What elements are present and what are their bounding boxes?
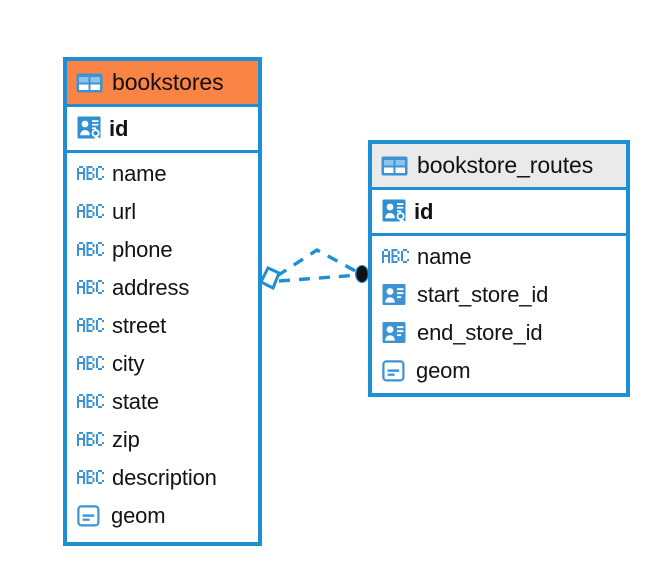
- field-row-bookstore-routes-id[interactable]: id: [372, 190, 626, 236]
- field-label-bookstore-routes-geom: geom: [416, 358, 471, 383]
- primary-key-icon: [77, 116, 104, 142]
- field-row-bookstores-street[interactable]: street: [67, 307, 258, 345]
- field-row-bookstores-name[interactable]: name: [67, 155, 258, 193]
- field-label-bookstores-address: address: [112, 275, 190, 300]
- abc-text-icon: [77, 318, 104, 334]
- field-label-bookstores-id: id: [109, 115, 129, 141]
- field-row-bookstore-routes-end-store-id[interactable]: end_store_id: [372, 314, 626, 352]
- field-row-bookstore-routes-geom[interactable]: geom: [372, 352, 626, 390]
- field-row-bookstores-phone[interactable]: phone: [67, 231, 258, 269]
- abc-text-icon: [382, 249, 409, 265]
- abc-text-icon: [77, 470, 104, 486]
- abc-text-icon: [77, 166, 104, 182]
- entity-table-bookstores[interactable]: bookstores id: [63, 57, 262, 546]
- field-label-bookstores-street: street: [112, 313, 167, 338]
- field-row-bookstore-routes-name[interactable]: name: [372, 238, 626, 276]
- abc-text-icon: [77, 394, 104, 410]
- geometry-icon: [77, 504, 103, 528]
- relationship-source-diamond-icon: [258, 266, 281, 291]
- abc-text-icon: [77, 242, 104, 258]
- field-label-bookstores-description: description: [112, 465, 217, 490]
- relationship-connector[interactable]: [255, 240, 380, 320]
- relationship-target-circle-icon: [355, 265, 369, 283]
- table-grid-icon: [381, 156, 408, 176]
- field-row-bookstores-id[interactable]: id: [67, 107, 258, 153]
- geometry-icon: [382, 359, 408, 383]
- field-row-bookstores-state[interactable]: state: [67, 383, 258, 421]
- abc-text-icon: [77, 280, 104, 296]
- relationship-line-upper: [276, 248, 360, 278]
- field-label-bookstores-url: url: [112, 199, 136, 224]
- field-row-bookstores-city[interactable]: city: [67, 345, 258, 383]
- relationship-line-lower: [278, 273, 360, 283]
- field-label-bookstores-zip: zip: [112, 427, 140, 452]
- field-label-bookstores-phone: phone: [112, 237, 173, 262]
- field-label-bookstores-geom: geom: [111, 503, 166, 528]
- field-label-bookstores-city: city: [112, 351, 145, 376]
- field-row-bookstores-geom[interactable]: geom: [67, 497, 258, 535]
- entity-table-bookstore-routes[interactable]: bookstore_routes id: [368, 140, 630, 397]
- field-label-bookstore-routes-id: id: [414, 198, 434, 224]
- field-label-bookstores-name: name: [112, 161, 167, 186]
- entity-header-bookstore-routes[interactable]: bookstore_routes: [372, 144, 626, 190]
- table-grid-icon: [76, 73, 103, 93]
- foreign-key-icon: [382, 283, 409, 307]
- field-label-bookstore-routes-name: name: [417, 244, 472, 269]
- field-list-bookstores: name url: [67, 153, 258, 535]
- field-row-bookstores-description[interactable]: description: [67, 459, 258, 497]
- abc-text-icon: [77, 432, 104, 448]
- field-row-bookstores-url[interactable]: url: [67, 193, 258, 231]
- entity-title-bookstore-routes: bookstore_routes: [417, 152, 594, 178]
- field-row-bookstore-routes-start-store-id[interactable]: start_store_id: [372, 276, 626, 314]
- field-label-bookstore-routes-end-store-id: end_store_id: [417, 320, 543, 345]
- field-label-bookstore-routes-start-store-id: start_store_id: [417, 282, 549, 307]
- abc-text-icon: [77, 204, 104, 220]
- field-row-bookstores-zip[interactable]: zip: [67, 421, 258, 459]
- field-list-bookstore-routes: name start_store_id: [372, 236, 626, 390]
- foreign-key-icon: [382, 321, 409, 345]
- field-row-bookstores-address[interactable]: address: [67, 269, 258, 307]
- abc-text-icon: [77, 356, 104, 372]
- primary-key-icon: [382, 199, 409, 225]
- entity-title-bookstores: bookstores: [112, 69, 224, 95]
- entity-header-bookstores[interactable]: bookstores: [67, 61, 258, 107]
- field-label-bookstores-state: state: [112, 389, 159, 414]
